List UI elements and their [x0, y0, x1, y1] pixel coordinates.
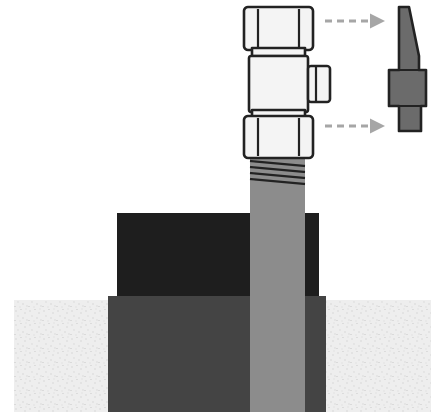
- valve-bottom-nut: [242, 114, 315, 160]
- valve-top-nut: [242, 5, 315, 52]
- ball-valve-icon: [242, 5, 332, 160]
- valve-body: [247, 54, 310, 114]
- valve-stem: [306, 64, 332, 104]
- pipe: [250, 158, 305, 412]
- pipe-thread-lines: [249, 159, 306, 186]
